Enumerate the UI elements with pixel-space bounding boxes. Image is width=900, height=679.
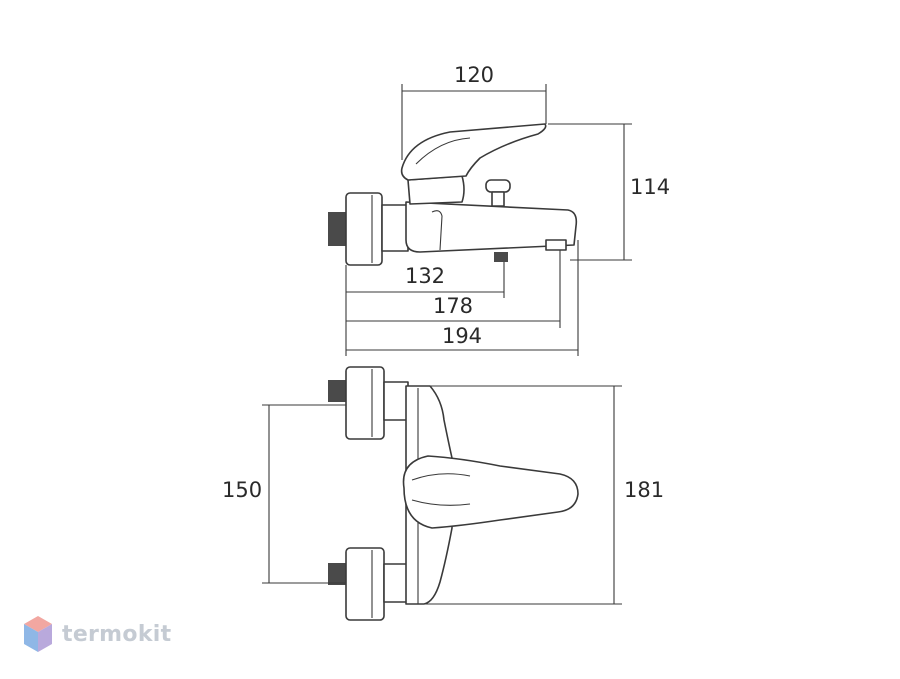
termokit-logo: termokit [22, 613, 171, 655]
dim-132: 132 [405, 264, 445, 288]
side-body-spout [405, 201, 578, 253]
front-nut-bottom [345, 547, 385, 621]
dim-114: 114 [630, 175, 670, 199]
dim-120: 120 [454, 63, 494, 87]
front-handle [402, 455, 579, 529]
side-aerator [545, 239, 567, 251]
hexagon-logo-icon [24, 616, 52, 652]
side-diverter-stem [491, 191, 505, 207]
front-view: 150 181 [222, 366, 664, 621]
front-thread-bottom [328, 563, 346, 585]
side-thread [328, 212, 346, 246]
front-thread-top [328, 380, 346, 402]
dim-194: 194 [442, 324, 482, 348]
dim-150: 150 [222, 478, 262, 502]
side-outlet-thread [494, 252, 508, 262]
side-handle [400, 123, 547, 181]
logo-text: termokit [62, 621, 172, 647]
dim-178: 178 [433, 294, 473, 318]
dim-181: 181 [624, 478, 664, 502]
side-nut [345, 192, 383, 266]
side-view: 120 114 132 178 194 [328, 63, 670, 356]
side-diverter-knob [485, 179, 511, 193]
front-nut-top [345, 366, 385, 440]
front-connector-top [383, 381, 409, 421]
front-connector-bottom [383, 563, 409, 603]
side-connector [381, 204, 409, 252]
